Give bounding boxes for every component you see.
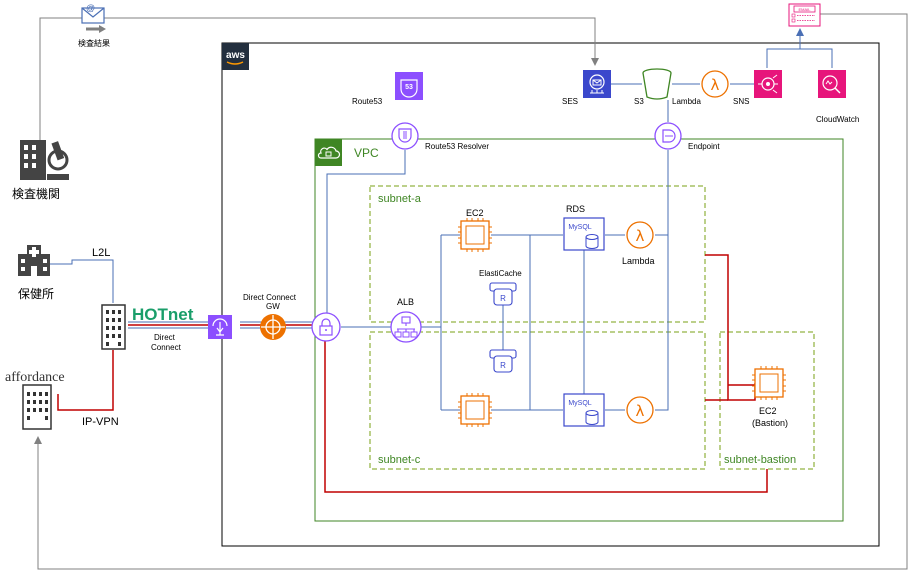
ec2-instance-icon: [458, 393, 492, 427]
endpoint-icon: [654, 122, 682, 150]
direct-connect-label-line2: Connect: [151, 343, 182, 352]
sns-icon: [754, 70, 782, 98]
dx-gw-label-line1: Direct Connect: [243, 293, 297, 302]
svg-text:53: 53: [405, 84, 413, 91]
svg-text:MySQL: MySQL: [568, 400, 591, 407]
svg-text:λ: λ: [711, 76, 720, 94]
health-center-label: 保健所: [18, 287, 54, 301]
s3-bucket-icon: [642, 68, 672, 100]
route53-label: Route53: [352, 97, 383, 106]
s3-label: S3: [634, 97, 644, 106]
subnet-a-boundary: [369, 185, 706, 323]
ec2-bastion-label-line2: (Bastion): [752, 418, 788, 428]
rds-mysql-icon: MySQL: [563, 217, 605, 251]
ses-label: SES: [562, 97, 578, 106]
svg-text:@: @: [86, 3, 95, 13]
dx-gw-label-line2: GW: [266, 302, 280, 311]
email-window-icon: EMAIL: [788, 3, 821, 27]
aws-cloud-boundary: [221, 42, 880, 547]
svg-text:R: R: [500, 361, 506, 370]
lambda-icon: λ: [626, 221, 654, 249]
office-building-icon: [22, 384, 52, 430]
svg-text:MySQL: MySQL: [568, 224, 591, 231]
subnet-c-label: subnet-c: [378, 454, 421, 466]
svg-text:R: R: [500, 294, 506, 303]
ip-vpn-label: IP-VPN: [82, 416, 119, 428]
l2l-label: L2L: [92, 247, 110, 259]
hospital-icon: [18, 245, 50, 276]
rds-label: RDS: [566, 204, 585, 214]
lab-building-icon: [20, 140, 69, 180]
endpoint-label: Endpoint: [688, 142, 720, 151]
route53-icon: 53: [395, 72, 423, 100]
ec2-label: EC2: [466, 208, 484, 218]
hotnet-logo: HOTnet: [132, 305, 194, 324]
alb-icon: [390, 311, 422, 343]
lock-icon: [311, 312, 341, 342]
svg-text:λ: λ: [636, 227, 645, 245]
sns-to-email-line: [766, 32, 833, 68]
subnet-bastion-label: subnet-bastion: [724, 454, 796, 466]
office-building-icon: [101, 304, 126, 350]
svg-text:EMAIL: EMAIL: [798, 7, 811, 12]
notification-return-line: [34, 13, 908, 570]
blue-network-lines: [48, 83, 754, 411]
subnet-c-boundary: [369, 331, 706, 470]
elasticache-icon: R: [489, 282, 517, 306]
vpc-label: VPC: [354, 146, 379, 160]
ec2-bastion-label-line1: EC2: [759, 406, 777, 416]
svg-text:λ: λ: [636, 402, 645, 420]
direct-connect-label-line1: Direct: [154, 333, 176, 342]
route53-resolver-label: Route53 Resolver: [425, 142, 489, 151]
inspection-org-label: 検査機関: [12, 186, 60, 201]
ec2-instance-icon: [752, 366, 786, 400]
route53-resolver-icon: [391, 122, 419, 150]
affordance-logo: affordance: [5, 370, 65, 385]
ec2-instance-icon: [458, 218, 492, 252]
cloudwatch-icon: [818, 70, 846, 98]
svg-text:aws: aws: [226, 50, 245, 61]
subnet-a-label: subnet-a: [378, 193, 422, 205]
mail-icon: @: [81, 3, 106, 33]
direct-connect-icon: [208, 315, 232, 339]
cloud-icon: [315, 139, 342, 166]
aws-logo-icon: aws: [222, 43, 249, 70]
result-mail-line: [39, 17, 599, 140]
cloudwatch-label: CloudWatch: [816, 115, 859, 124]
elasticache-icon: R: [489, 349, 517, 373]
direct-connect-gateway-icon: [260, 314, 286, 340]
lambda-top-label: Lambda: [672, 97, 701, 106]
elasticache-label: ElastiCache: [479, 269, 522, 278]
lambda-icon: λ: [701, 70, 729, 98]
sns-label: SNS: [733, 97, 749, 106]
ses-icon: [583, 70, 611, 98]
alb-label: ALB: [397, 297, 414, 307]
result-mail-label: 検査結果: [78, 38, 110, 48]
lambda-icon: λ: [626, 396, 654, 424]
rds-mysql-icon: MySQL: [563, 393, 605, 427]
lambda-vpc-label: Lambda: [622, 256, 655, 266]
